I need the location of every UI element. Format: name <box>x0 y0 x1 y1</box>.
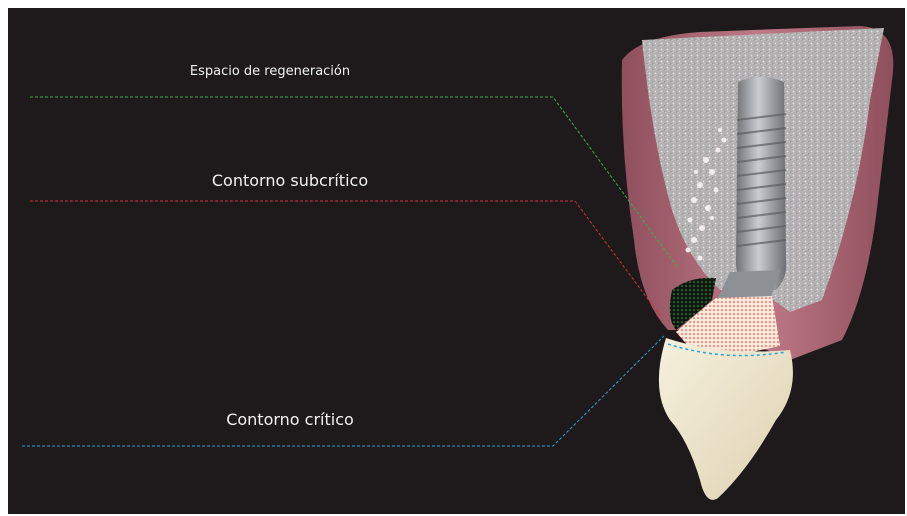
critical-leader-line <box>22 336 664 446</box>
subcritical-contour-label: Contorno subcrítico <box>180 171 400 190</box>
regeneration-space-label: Espacio de regeneración <box>150 64 390 79</box>
subcritical-leader-line <box>30 201 662 318</box>
critical-contour-label: Contorno crítico <box>180 410 400 429</box>
tooth-crown <box>659 338 793 500</box>
